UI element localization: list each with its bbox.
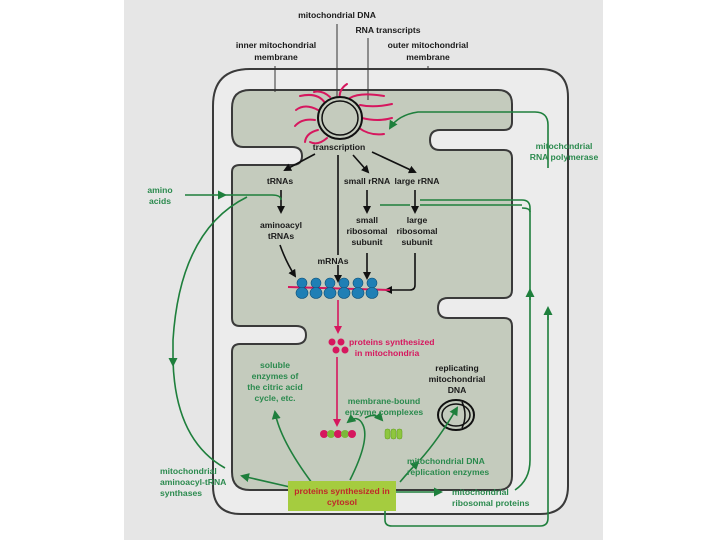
label-mrnas: mRNAs — [317, 256, 348, 266]
label-outer-membrane-1: outer mitochondrial — [388, 40, 469, 50]
arrow-to-trnas — [283, 153, 316, 171]
cytosol-proteins-box — [288, 481, 396, 511]
label-synthases-1: mitochondrial — [160, 466, 217, 476]
label-ribosomal-proteins-2: ribosomal proteins — [452, 498, 530, 508]
ribosomal-proteins-path-3 — [380, 204, 531, 213]
label-small-subunit-2: ribosomal — [346, 226, 387, 236]
label-trnas: tRNAs — [267, 176, 293, 186]
label-outer-membrane-2: membrane — [406, 52, 450, 62]
label-soluble-1: soluble — [260, 360, 290, 370]
label-cytosol-proteins-2: cytosol — [327, 497, 357, 507]
synthase-path-lower — [172, 359, 226, 469]
label-membrane-complex-2: enzyme complexes — [345, 407, 424, 417]
mito-protein-dots — [328, 338, 349, 354]
synthase-path — [168, 196, 248, 367]
label-proteins-mito-1: proteins synthesized — [349, 337, 434, 347]
arrow-to-large-rrna — [371, 151, 417, 174]
polymerase-path-upper — [388, 111, 549, 168]
label-mtdna: mitochondrial DNA — [298, 10, 376, 20]
label-inner-membrane-1: inner mitochondrial — [236, 40, 316, 50]
label-large-subunit-1: large — [407, 215, 428, 225]
label-synthases-2: aminoacyl-tRNA — [160, 477, 226, 487]
label-amino-acids-2: acids — [149, 196, 171, 206]
arrow-aminoacyl-to-ribosome — [279, 244, 297, 278]
label-soluble-4: cycle, etc. — [254, 393, 295, 403]
label-proteins-mito-2: in mitochondria — [355, 348, 420, 358]
membrane-complex-imported — [384, 428, 403, 440]
label-membrane-complex-1: membrane-bound — [348, 396, 421, 406]
polymerase-path — [384, 315, 549, 527]
label-soluble-3: the citric acid — [247, 382, 302, 392]
arrow-cytosol-to-membrane-complex — [346, 414, 366, 481]
label-cytosol-proteins-1: proteins synthesized in — [294, 486, 390, 496]
label-rna-polymerase-2: RNA polymerase — [530, 152, 599, 162]
arrow-cytosol-to-dna-replication — [399, 460, 420, 483]
label-large-subunit-2: ribosomal — [396, 226, 437, 236]
arrow-cytosol-to-synthases — [240, 473, 291, 488]
label-synthases-3: synthases — [160, 488, 202, 498]
label-replicating-3: DNA — [448, 385, 467, 395]
label-rna-polymerase-1: mitochondrial — [536, 141, 593, 151]
arrow-to-replicating-dna — [419, 406, 459, 461]
rna-transcript-strands — [294, 83, 393, 145]
ribosomal-proteins-path — [420, 199, 531, 491]
label-amino-acids-1: amino — [147, 185, 172, 195]
replicating-dna-circle — [437, 399, 475, 431]
label-dna-replication-2: replication enzymes — [407, 467, 489, 477]
label-soluble-2: enzymes of — [252, 371, 299, 381]
label-large-rrna: large rRNA — [395, 176, 440, 186]
label-small-rrna: small rRNA — [344, 176, 390, 186]
label-rna-transcripts: RNA transcripts — [355, 25, 420, 35]
arrow-cytosol-to-soluble — [271, 410, 313, 484]
arrow-large-subunit-to-ribosome — [384, 253, 416, 294]
label-replicating-1: replicating — [435, 363, 478, 373]
label-ribosomal-proteins-1: mitochondrial — [452, 487, 509, 497]
label-small-subunit-1: small — [356, 215, 378, 225]
label-large-subunit-3: subunit — [401, 237, 432, 247]
label-replicating-2: mitochondrial — [429, 374, 486, 384]
mitochondrial-dna-circle — [317, 96, 363, 140]
label-small-subunit-3: subunit — [351, 237, 382, 247]
arrow-to-imported-complex — [364, 411, 384, 422]
label-transcription: transcription — [313, 142, 366, 152]
amino-acids-path — [225, 194, 282, 201]
polysome — [287, 277, 391, 299]
label-aminoacyl-1: aminoacyl — [260, 220, 302, 230]
arrow-to-small-rrna — [352, 154, 370, 174]
label-aminoacyl-2: tRNAs — [268, 231, 294, 241]
label-inner-membrane-2: membrane — [254, 52, 298, 62]
membrane-complex-mixed — [320, 430, 356, 438]
label-dna-replication-1: mitochondrial DNA — [407, 456, 485, 466]
